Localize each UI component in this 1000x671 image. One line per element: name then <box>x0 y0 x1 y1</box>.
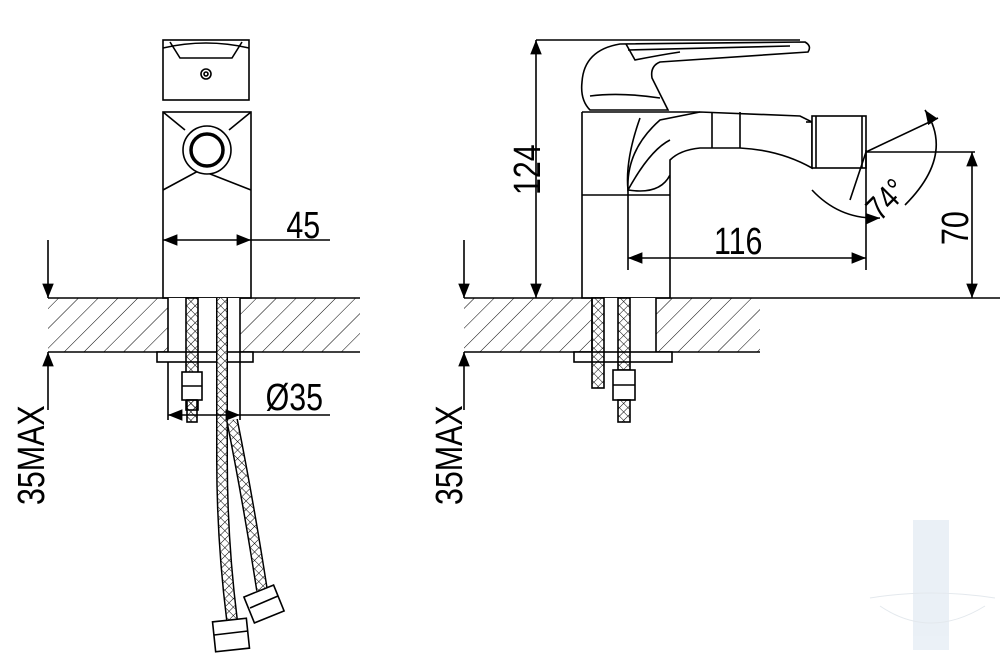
deck-max-front-label: 35MAX <box>11 405 53 505</box>
front-body <box>162 111 252 299</box>
dim-angle <box>811 109 975 225</box>
side-lever <box>580 41 811 111</box>
dim-hole <box>168 352 330 421</box>
side-view <box>458 39 1000 423</box>
dim-hole-label: Ø35 <box>266 377 323 419</box>
front-deck <box>48 297 360 420</box>
side-mounting <box>573 297 673 423</box>
front-view <box>42 39 360 653</box>
dim-116-label: 116 <box>714 221 762 263</box>
dim-116 <box>627 150 867 270</box>
side-deck <box>464 297 1000 353</box>
watermark-logo <box>869 520 996 650</box>
front-hoses <box>211 298 286 653</box>
dim-124 <box>530 39 800 298</box>
front-handle <box>162 39 250 101</box>
dim-70-label: 70 <box>935 211 977 245</box>
dim-45-label: 45 <box>286 205 320 247</box>
dim-124-label: 124 <box>507 144 549 195</box>
deck-max-side-label: 35MAX <box>429 405 471 505</box>
side-body <box>581 111 867 299</box>
